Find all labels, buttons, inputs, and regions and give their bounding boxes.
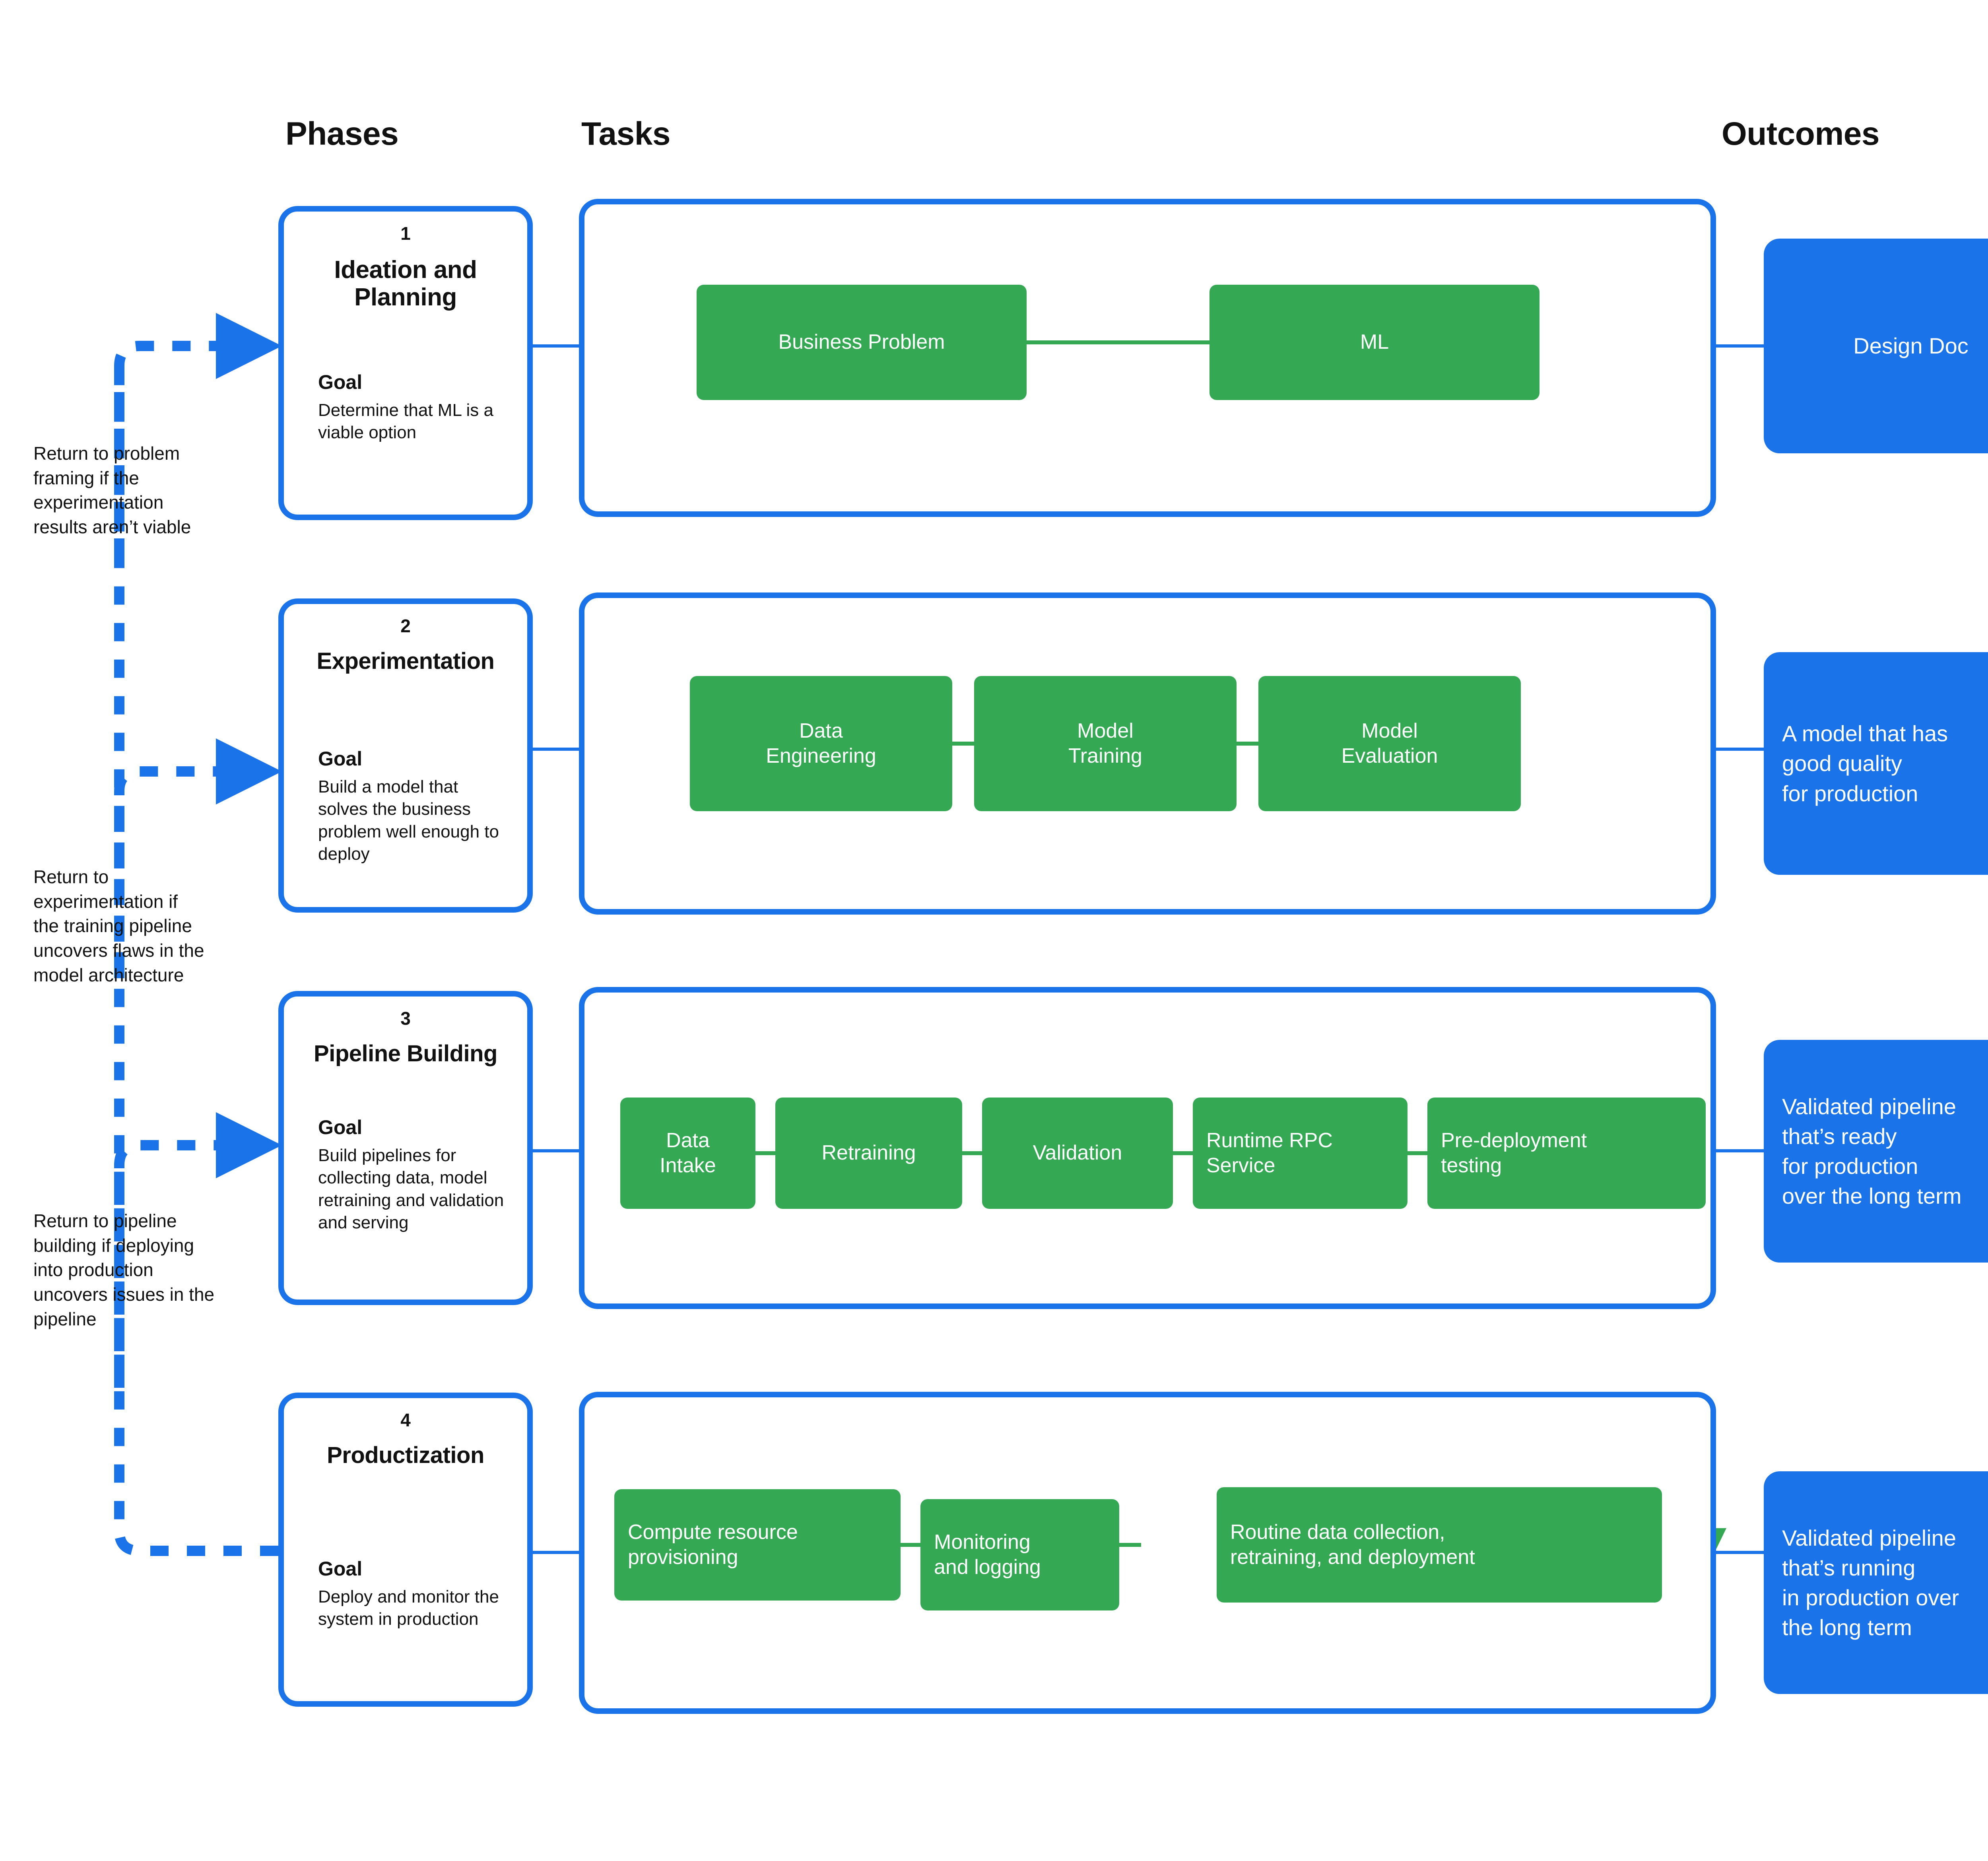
phase-number: 2 [400, 616, 411, 636]
connector-task-di-rt [755, 1151, 775, 1155]
phase-card-3[interactable]: 3 Pipeline Building Goal Build pipelines… [278, 991, 533, 1305]
goal-description: Determine that ML is a viable option [318, 400, 493, 443]
phase-title: Productization [327, 1442, 484, 1468]
phase-card-4[interactable]: 4 Productization Goal Deploy and monitor… [278, 1393, 533, 1707]
connector-task-cr-ml [901, 1543, 920, 1547]
goal-label: Goal [318, 1558, 363, 1580]
goal-description: Deploy and monitor the system in product… [318, 1587, 499, 1629]
task-box-pre-deployment-testing[interactable]: Pre-deployment testing [1427, 1098, 1706, 1209]
task-box-runtime-rpc-service[interactable]: Runtime RPC Service [1193, 1098, 1408, 1209]
goal-description: Build pipelines for collecting data, mod… [318, 1146, 504, 1232]
task-box-model-evaluation[interactable]: Model Evaluation [1258, 676, 1521, 811]
connector-tasks1-outcome1 [1716, 344, 1766, 348]
phase-card-1[interactable]: 1 Ideation and Planning Goal Determine t… [278, 206, 533, 520]
task-box-model-training[interactable]: Model Training [974, 676, 1237, 811]
goal-description: Build a model that solves the business p… [318, 777, 499, 864]
outcome-box-4[interactable]: Validated pipeline that’s running in pro… [1764, 1471, 1988, 1694]
return-annotation-1: Return to problem framing if the experim… [33, 443, 191, 537]
phase-title: Ideation and Planning [334, 256, 477, 311]
task-box-monitoring-and-logging[interactable]: Monitoring and logging [920, 1499, 1119, 1610]
outcome-box-2[interactable]: A model that has good quality for produc… [1764, 652, 1988, 875]
connector-tasks2-outcome2 [1716, 748, 1766, 751]
phase-title: Experimentation [316, 648, 495, 674]
connector-task-rp-pd [1408, 1151, 1427, 1155]
task-box-data-intake[interactable]: Data Intake [620, 1098, 755, 1209]
phase-number: 3 [400, 1008, 411, 1029]
return-annotation-3: Return to pipeline building if deploying… [33, 1210, 215, 1329]
outcome-box-3[interactable]: Validated pipeline that’s ready for prod… [1764, 1040, 1988, 1263]
connector-task-mt-me [1237, 742, 1258, 746]
connector-phase2-tasks [533, 748, 580, 751]
connector-phase4-tasks [533, 1551, 580, 1554]
task-box-validation[interactable]: Validation [982, 1098, 1173, 1209]
goal-label: Goal [318, 371, 363, 393]
goal-label: Goal [318, 748, 363, 770]
column-header-phases: Phases [285, 116, 399, 152]
phase-number: 1 [400, 223, 411, 244]
task-box-routine-data-collection[interactable]: Routine data collection, retraining, and… [1217, 1487, 1662, 1603]
task-box-ml[interactable]: ML [1209, 285, 1540, 400]
connector-tasks3-outcome3 [1716, 1149, 1766, 1152]
connector-task-rt-va [962, 1151, 982, 1155]
connector-task-1-2 [1027, 340, 1209, 344]
column-header-tasks: Tasks [581, 116, 670, 152]
connector-phase1-tasks [533, 344, 580, 348]
return-annotation-2: Return to experimentation if the trainin… [33, 866, 204, 985]
task-box-data-engineering[interactable]: Data Engineering [690, 676, 952, 811]
connector-task-ml-rd [1119, 1543, 1141, 1547]
task-box-business-problem[interactable]: Business Problem [697, 285, 1027, 400]
phase-card-2[interactable]: 2 Experimentation Goal Build a model tha… [278, 598, 533, 913]
column-header-outcomes: Outcomes [1722, 116, 1880, 152]
phase-title: Pipeline Building [314, 1041, 497, 1066]
outcome-box-1[interactable]: Design Doc [1764, 239, 1988, 453]
connector-task-va-rp [1173, 1151, 1193, 1155]
connector-task-de-mt [952, 742, 974, 746]
task-box-retraining[interactable]: Retraining [775, 1098, 962, 1209]
connector-tasks4-outcome4 [1716, 1551, 1766, 1554]
task-box-compute-resource-provisioning[interactable]: Compute resource provisioning [614, 1489, 901, 1601]
connector-phase3-tasks [533, 1149, 580, 1152]
goal-label: Goal [318, 1116, 363, 1138]
phase-number: 4 [400, 1410, 411, 1430]
